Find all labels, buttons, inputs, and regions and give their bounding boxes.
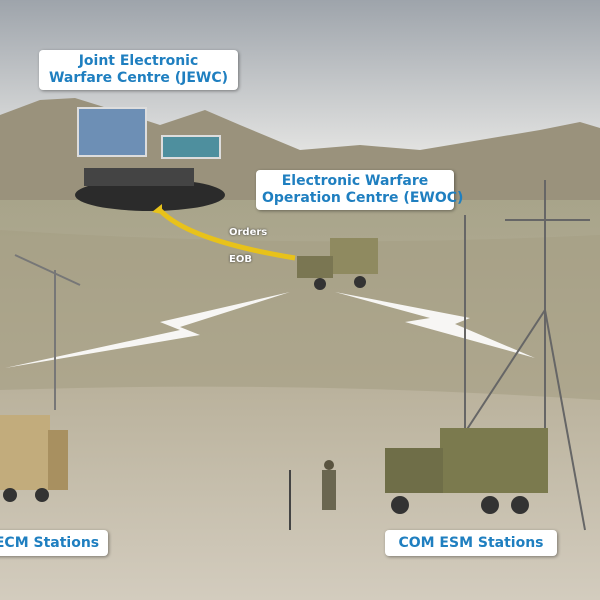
jewc-label-line2: Warfare Centre (JEWC) xyxy=(48,70,229,86)
orders-arrow xyxy=(156,206,296,261)
esm-masts xyxy=(459,180,590,531)
ecm-stations-label: ECM Stations xyxy=(0,530,108,556)
ecm-antenna xyxy=(14,254,81,410)
com-esm-stations-label: COM ESM Stations xyxy=(385,530,557,556)
eob-label: EOB xyxy=(229,254,252,265)
jewc-screen xyxy=(77,107,147,157)
jewc-label-line1: Joint Electronic xyxy=(78,53,199,69)
jewc-platform xyxy=(75,179,225,211)
ewoc-label-line2: Operation Centre (EWOC) xyxy=(262,190,464,206)
lightning-right xyxy=(335,292,535,358)
lightning-left xyxy=(5,292,290,368)
orders-label: Orders xyxy=(229,227,268,238)
soldier xyxy=(289,460,336,530)
jewc-label: Joint Electronic Warfare Centre (JEWC) xyxy=(39,50,238,90)
ewoc-label-line1: Electronic Warfare xyxy=(281,173,429,189)
ewoc-label: Electronic Warfare Operation Centre (EWO… xyxy=(256,170,464,210)
esm-truck xyxy=(385,428,548,514)
ewoc-truck xyxy=(297,238,378,290)
ecm-shelter xyxy=(0,415,68,502)
